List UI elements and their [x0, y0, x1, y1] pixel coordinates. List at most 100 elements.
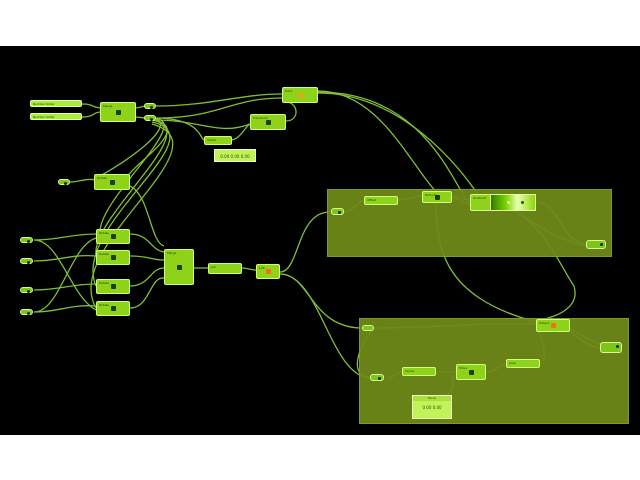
param-chip[interactable]: [362, 325, 374, 331]
wire: [159, 117, 205, 141]
rotate-component[interactable]: Rotate: [96, 301, 130, 316]
loft-icon: [265, 269, 271, 274]
wire: [33, 239, 97, 311]
move-component[interactable]: Move: [456, 364, 486, 380]
wire: [33, 233, 97, 241]
slider-label: Number Slider: [33, 102, 55, 106]
wire: [129, 277, 165, 309]
component-label: Gradient: [473, 196, 487, 200]
rotate-component[interactable]: Rotate: [96, 250, 130, 265]
transform-component[interactable]: Transform: [250, 114, 286, 130]
dot-icon: [378, 377, 381, 380]
wire: [33, 237, 97, 313]
component-label: Merge: [167, 251, 177, 255]
component-label: Join: [211, 265, 217, 269]
param-chip[interactable]: [144, 103, 156, 109]
wire: [279, 273, 361, 329]
rotate-icon: [110, 284, 116, 289]
component-label: Rotate: [99, 252, 109, 256]
dot-icon: [27, 290, 30, 293]
param-chip[interactable]: [370, 374, 384, 381]
param-chip[interactable]: [144, 115, 156, 121]
rotate-icon: [109, 179, 115, 185]
gradient-preview[interactable]: [490, 194, 536, 211]
component-label: Move: [459, 366, 468, 370]
wire: [155, 119, 251, 130]
value-panel[interactable]: Panel 0.00 0.00: [412, 395, 452, 419]
gradient-grip[interactable]: [507, 201, 510, 204]
input-chip[interactable]: [20, 237, 33, 243]
gradient-grip[interactable]: [521, 201, 524, 204]
value-panel[interactable]: 0.00 0.00 0.00: [214, 149, 256, 162]
join-component[interactable]: Join: [208, 263, 242, 274]
rotate-component[interactable]: Rotate: [96, 229, 130, 244]
wire: [279, 211, 331, 273]
output-component[interactable]: Output: [536, 319, 570, 332]
wire: [279, 273, 371, 379]
dot-icon: [64, 182, 67, 185]
wire: [33, 283, 97, 291]
rotate-icon: [110, 234, 116, 239]
output-chip[interactable]: [600, 342, 622, 353]
wire: [92, 121, 171, 287]
wire: [155, 93, 283, 107]
wire: [81, 103, 103, 109]
merge-component[interactable]: Merge: [100, 102, 136, 122]
component-label: Area: [509, 361, 516, 365]
wire: [241, 267, 257, 271]
rotate-component[interactable]: Rotate: [94, 174, 130, 190]
extrude-icon: [434, 194, 440, 200]
wire: [229, 123, 251, 141]
rotate-icon: [110, 255, 116, 260]
slider-label: Number Slider: [33, 115, 55, 119]
rotate-component[interactable]: Rotate: [96, 279, 130, 294]
extrude-component[interactable]: Extrude: [422, 191, 452, 203]
number-slider[interactable]: Number Slider: [30, 113, 82, 120]
merge-component[interactable]: Merge: [164, 249, 194, 285]
input-chip[interactable]: [58, 179, 70, 185]
wire: [155, 97, 283, 119]
input-chip[interactable]: [20, 287, 33, 293]
component-icon: [115, 109, 121, 115]
dot-icon: [27, 312, 30, 315]
component-label: Rotate: [97, 176, 107, 180]
param-chip[interactable]: [331, 208, 344, 215]
output-chip[interactable]: [586, 240, 606, 249]
wire: [99, 117, 165, 233]
number-slider[interactable]: Number Slider: [30, 100, 82, 107]
wire: [129, 255, 165, 261]
dot-icon: [150, 106, 153, 109]
component-label: Output: [539, 321, 550, 325]
dot-icon: [616, 345, 619, 348]
rotate-icon: [110, 306, 116, 311]
wire: [95, 117, 162, 179]
vector-component[interactable]: Vector: [204, 136, 232, 145]
wire: [317, 92, 481, 199]
point-component[interactable]: Point: [282, 87, 318, 103]
component-label: Rotate: [99, 281, 109, 285]
move-icon: [468, 369, 474, 375]
input-chip[interactable]: [20, 309, 33, 315]
point-icon: [297, 92, 303, 98]
component-label: Offset: [367, 198, 377, 202]
dot-icon: [338, 211, 341, 214]
dot-icon: [600, 243, 603, 246]
offset-component[interactable]: Offset: [364, 196, 398, 205]
series-component[interactable]: Series: [402, 367, 436, 376]
dot-icon: [27, 240, 30, 243]
component-label: Merge: [103, 104, 113, 108]
group-lower-right[interactable]: [359, 318, 629, 424]
loft-component[interactable]: Loft: [256, 264, 280, 279]
area-component[interactable]: Area: [506, 359, 540, 368]
node-canvas[interactable]: Number Slider Number Slider Merge Point …: [0, 46, 640, 435]
component-label: Series: [405, 369, 415, 373]
wire: [129, 233, 165, 253]
component-label: Loft: [259, 266, 265, 270]
gradient-component[interactable]: Gradient: [470, 194, 492, 211]
wire: [33, 254, 97, 262]
component-label: Rotate: [99, 231, 109, 235]
input-chip[interactable]: [20, 258, 33, 264]
component-label: Extrude: [425, 193, 437, 197]
panel-text: 0.00 0.00 0.00: [220, 154, 250, 160]
wire: [129, 185, 165, 247]
